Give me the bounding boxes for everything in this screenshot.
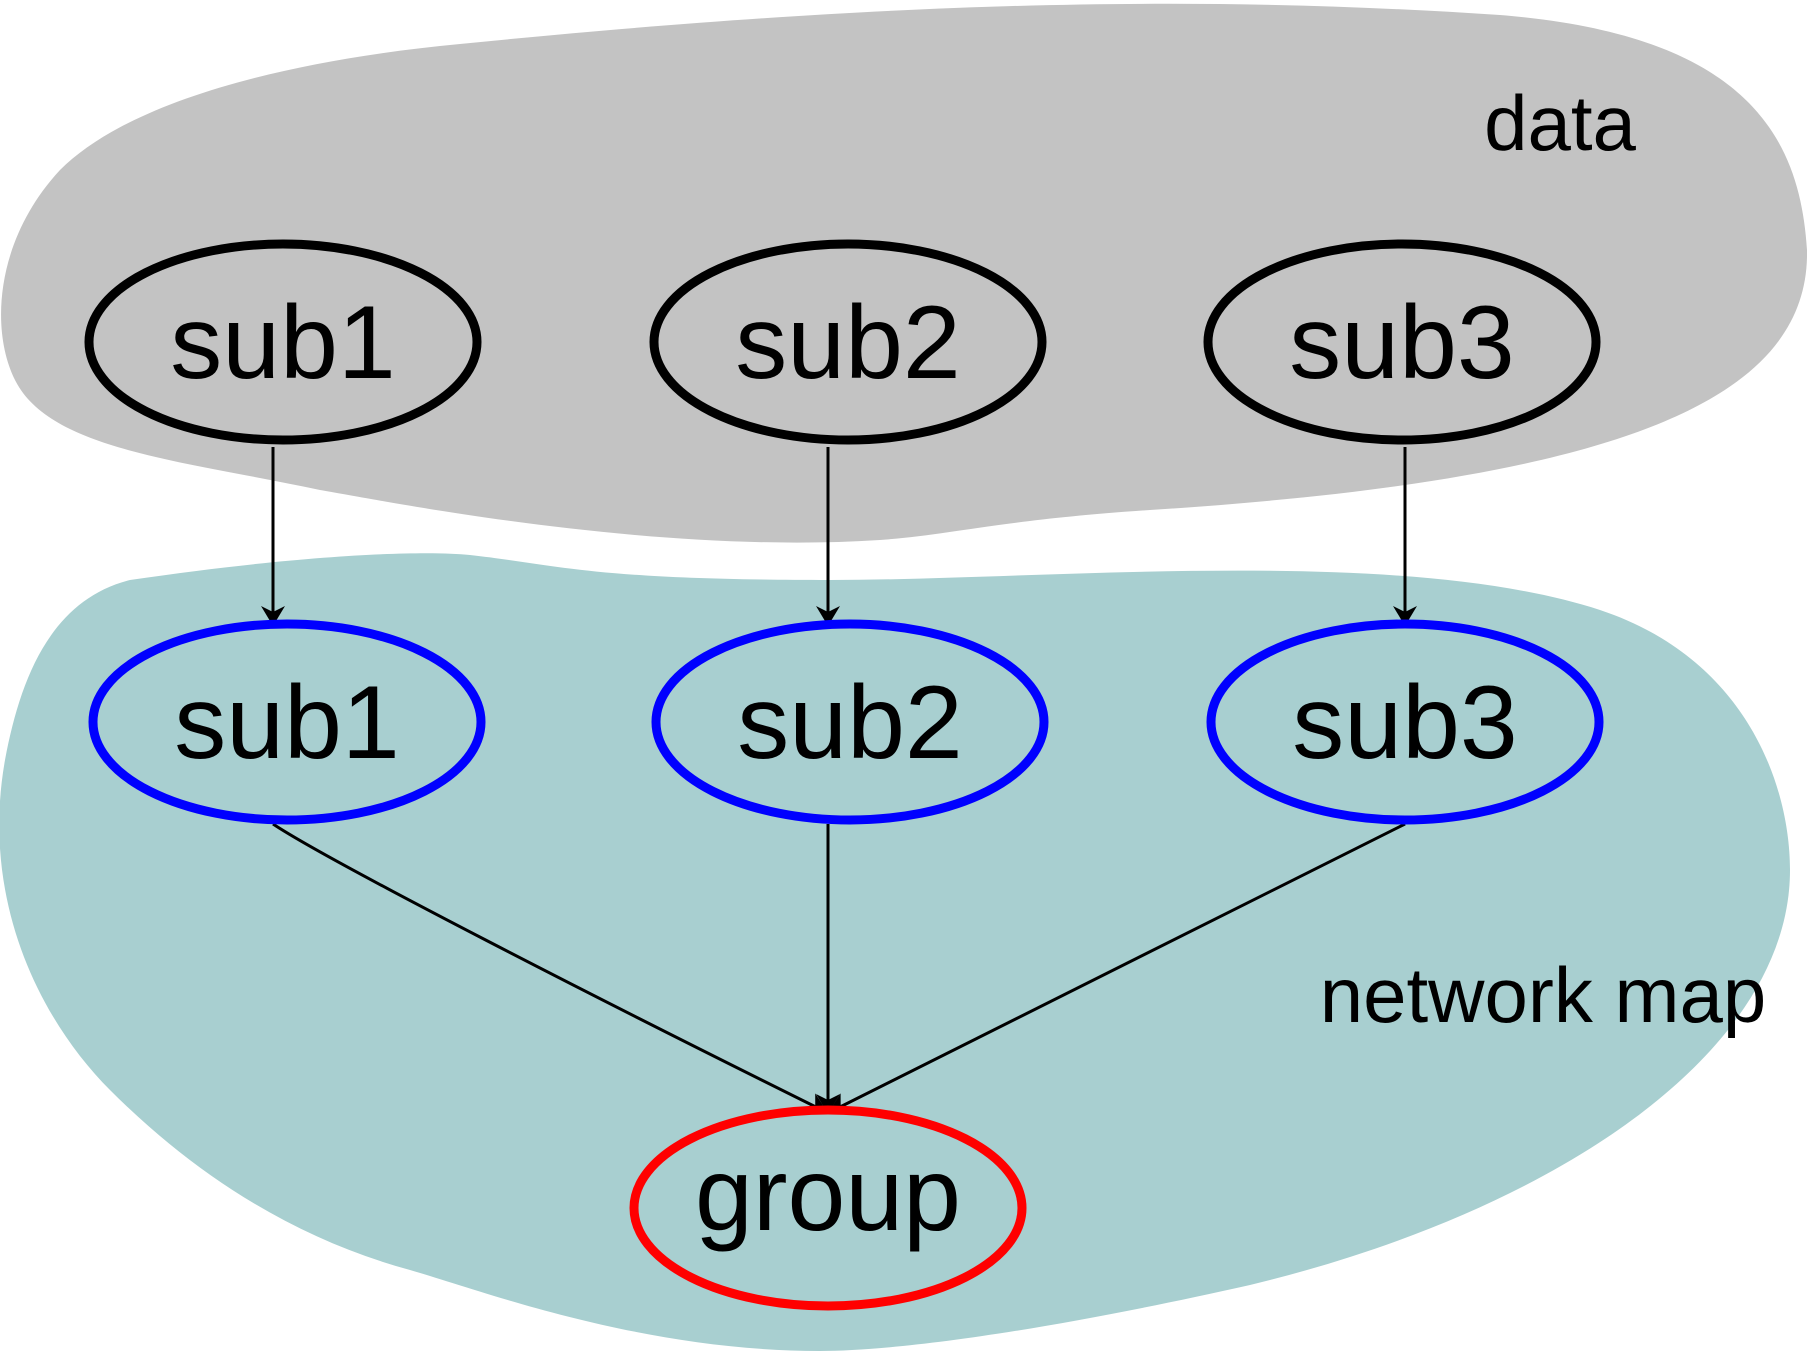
node-group-label: group [695, 1137, 961, 1253]
node-net-sub1-shape [88, 619, 486, 825]
node-net-sub2-shape [651, 619, 1049, 825]
node-group-shape [629, 1105, 1027, 1311]
node-data-sub3-label: sub3 [1289, 285, 1515, 401]
node-data-sub1-label: sub1 [170, 285, 396, 401]
cluster-network-map-label: network map [1320, 951, 1767, 1039]
node-net-sub3-shape [1206, 619, 1604, 825]
node-net-sub2-label: sub2 [737, 665, 963, 781]
node-net-sub3[interactable]: sub3 [1206, 619, 1604, 825]
node-net-sub2[interactable]: sub2 [651, 619, 1049, 825]
cluster-data-background [1, 3, 1807, 543]
node-data-sub2-shape [649, 239, 1047, 445]
node-net-sub3-label: sub3 [1292, 665, 1518, 781]
node-data-sub2-label: sub2 [735, 285, 961, 401]
node-group[interactable]: group [629, 1105, 1027, 1311]
cluster-network-map-background [0, 553, 1790, 1351]
edge-net-sub1-to-group [272, 822, 828, 1115]
edge-net-sub3-to-group [828, 822, 1406, 1115]
node-net-sub1-label: sub1 [174, 665, 400, 781]
node-data-sub2[interactable]: sub2 [649, 239, 1047, 445]
cluster-data-label: data [1484, 79, 1636, 167]
node-data-sub3-shape [1203, 239, 1601, 445]
edges [261, 447, 1417, 1115]
node-data-sub3[interactable]: sub3 [1203, 239, 1601, 445]
node-net-sub1[interactable]: sub1 [88, 619, 486, 825]
node-data-sub1[interactable]: sub1 [84, 239, 482, 445]
node-data-sub1-shape [84, 239, 482, 445]
